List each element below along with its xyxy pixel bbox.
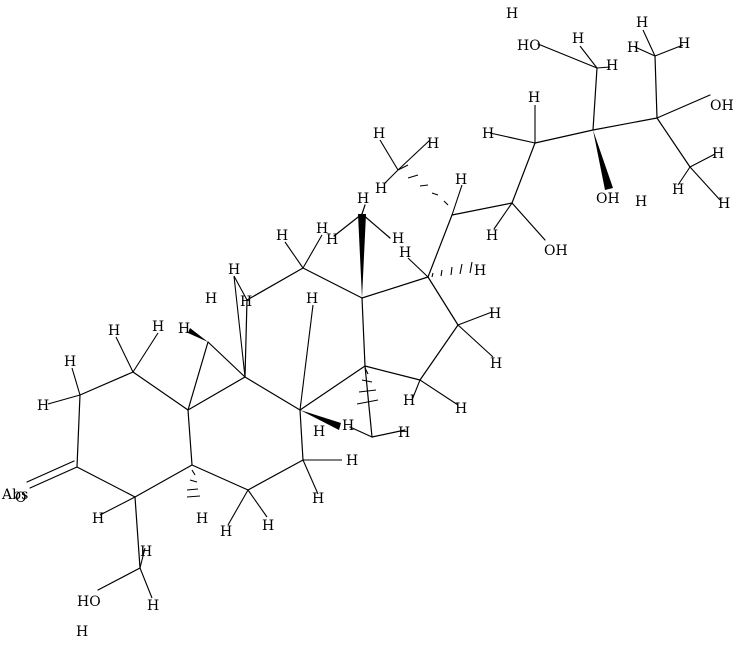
cyclopropane-wedge xyxy=(188,328,208,342)
h-label: H xyxy=(92,511,104,527)
h-label: H xyxy=(606,58,618,74)
h-label: H xyxy=(506,6,518,22)
h-label: H xyxy=(455,172,467,188)
h-label: H xyxy=(76,624,88,640)
h-label: H xyxy=(147,598,159,614)
h-label: H xyxy=(108,323,120,339)
h-label: H xyxy=(37,398,49,414)
h-label: H xyxy=(205,291,217,307)
h-label: H xyxy=(228,262,240,278)
h-label: H xyxy=(357,191,369,207)
ring-b-bonds xyxy=(187,376,304,491)
h-label: H xyxy=(240,294,252,310)
h-label: H xyxy=(627,40,639,56)
h-label: H xyxy=(427,136,439,152)
h-label: H xyxy=(399,245,411,261)
h-label: H xyxy=(312,491,324,507)
h-label: H xyxy=(672,182,684,198)
h-label: H xyxy=(678,36,690,52)
hydrogen-labels: H H H H H H H H H H H H H H H H H H H H … xyxy=(37,6,730,640)
h-label: H xyxy=(528,90,540,106)
hydroxymethyl-bonds xyxy=(97,496,141,591)
hydroxyl-label-c25: OH xyxy=(710,98,734,114)
hydroxyl-label-c24: OH xyxy=(596,191,620,207)
h-label: H xyxy=(712,146,724,162)
h-label: H xyxy=(490,356,502,372)
ring-c-bonds xyxy=(244,267,366,411)
hydroxyl-label-c22: OH xyxy=(544,243,568,259)
h-label: H xyxy=(373,126,385,142)
h-label: H xyxy=(140,544,152,560)
h-label: H xyxy=(572,31,584,47)
hydroxyl-label-c4: HO xyxy=(77,594,101,610)
c8-methyl-wedge xyxy=(300,410,341,430)
h-label: H xyxy=(152,319,164,335)
h-label: H xyxy=(196,511,208,527)
h-label: H xyxy=(455,401,467,417)
h-label: H xyxy=(486,228,498,244)
h-label: H xyxy=(375,181,387,197)
oxygen-labels: Abs O HO OH OH OH HO xyxy=(1,38,734,610)
h-label: H xyxy=(220,524,232,540)
cyclopropane-bonds xyxy=(187,328,246,411)
angular-methyls xyxy=(300,204,406,438)
ketone-oxygen-label: O xyxy=(15,490,26,506)
h-label: H xyxy=(326,232,338,248)
h-label: H xyxy=(276,228,288,244)
h-label: H xyxy=(64,354,76,370)
h-label: H xyxy=(718,196,730,212)
h-label: H xyxy=(262,518,274,534)
hydrogen-bonds xyxy=(47,29,721,599)
h-label: H xyxy=(316,221,328,237)
ketone-double-bond xyxy=(26,460,78,489)
side-chain-bonds xyxy=(427,43,711,278)
h-label: H xyxy=(635,194,647,210)
h-label: H xyxy=(398,425,410,441)
h-label: H xyxy=(342,418,354,434)
h-label: H xyxy=(306,291,318,307)
h-label: H xyxy=(313,424,325,440)
h-label: H xyxy=(482,126,494,142)
h-label: H xyxy=(392,231,404,247)
hydroxyl-label-c28: HO xyxy=(517,38,541,54)
h-label: H xyxy=(636,15,648,31)
side-chain-wedge xyxy=(593,130,613,190)
ring-a-bonds xyxy=(76,371,193,498)
hashed-bonds xyxy=(186,164,473,498)
c18-methyl-wedge xyxy=(358,214,366,298)
h-label: H xyxy=(403,393,415,409)
h-label: H xyxy=(346,453,358,469)
overlap-label: Abs xyxy=(1,487,28,503)
h-label: H xyxy=(474,263,486,279)
ring-d-bonds xyxy=(361,276,459,381)
h-label: H xyxy=(178,321,190,337)
h-label: H xyxy=(489,306,501,322)
